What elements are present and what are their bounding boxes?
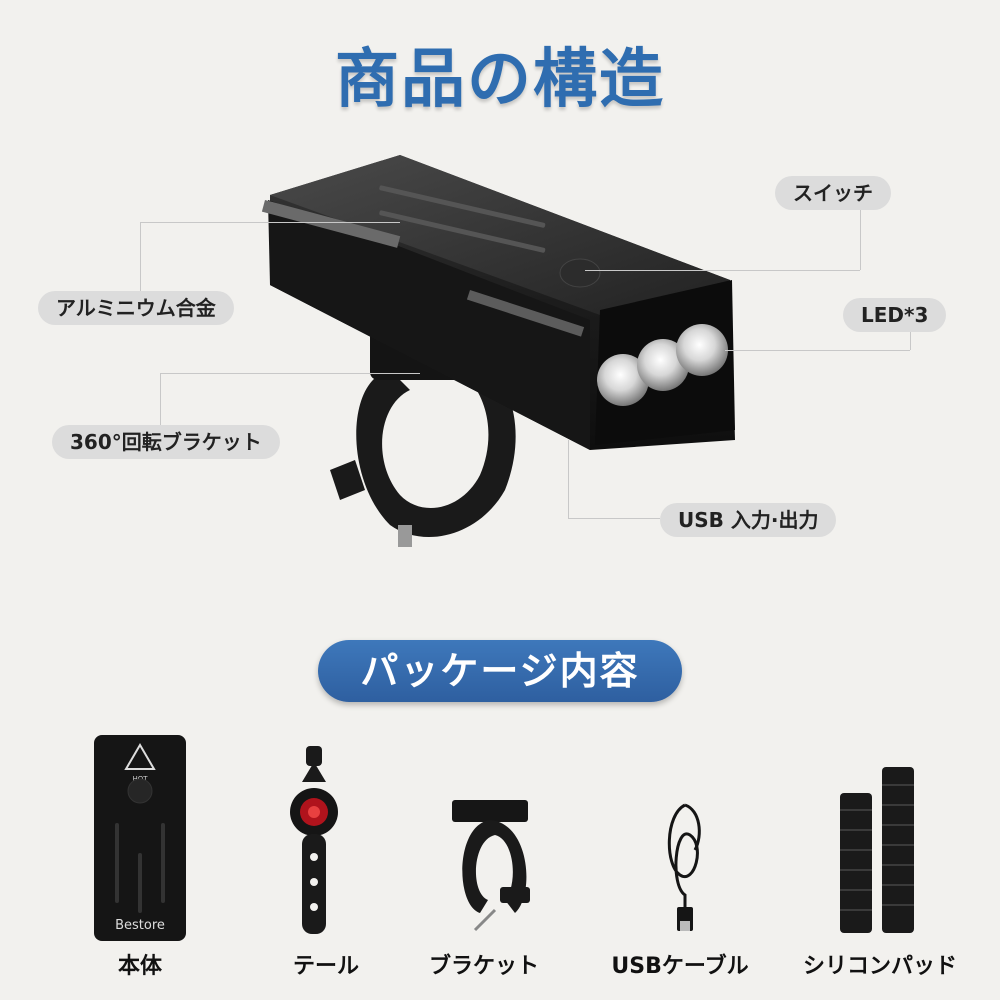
callout-line-switch-v — [860, 210, 861, 270]
item-label-pad: シリコンパッド — [802, 954, 957, 979]
silicone-pad-image — [840, 767, 914, 933]
callout-line-bracket-v — [160, 373, 161, 428]
callout-usb: USB 入力·出力 — [660, 503, 837, 537]
callout-line-bracket — [160, 373, 420, 374]
main-unit-image: HOT Bestore — [94, 735, 186, 941]
callout-line-led-v — [910, 330, 911, 350]
callout-line-switch — [585, 270, 860, 271]
item-label-tail: テール — [292, 954, 359, 979]
package-header: パッケージ内容 — [318, 640, 682, 702]
product-logo: Bestore — [115, 918, 165, 933]
callout-line-aluminum — [140, 222, 400, 223]
callout-switch: スイッチ — [775, 176, 891, 210]
callout-bracket360: 360°回転ブラケット — [52, 425, 280, 459]
callout-line-usb — [568, 440, 569, 518]
usb-cable-image — [667, 803, 701, 931]
callout-line-led — [725, 350, 910, 351]
callout-line-aluminum-v — [140, 222, 141, 294]
callout-line-usb-h — [568, 518, 660, 519]
item-label-bracket: ブラケット — [428, 954, 539, 979]
bracket-image — [452, 800, 530, 932]
callout-aluminum: アルミニウム合金 — [38, 291, 234, 325]
page-title: 商品の構造 — [335, 43, 665, 117]
tail-light-image — [290, 746, 338, 934]
callout-led: LED*3 — [843, 298, 947, 332]
item-label-body: 本体 — [117, 954, 162, 979]
bike-light-illustration — [261, 155, 735, 547]
item-label-cable: USBケーブル — [611, 954, 749, 979]
